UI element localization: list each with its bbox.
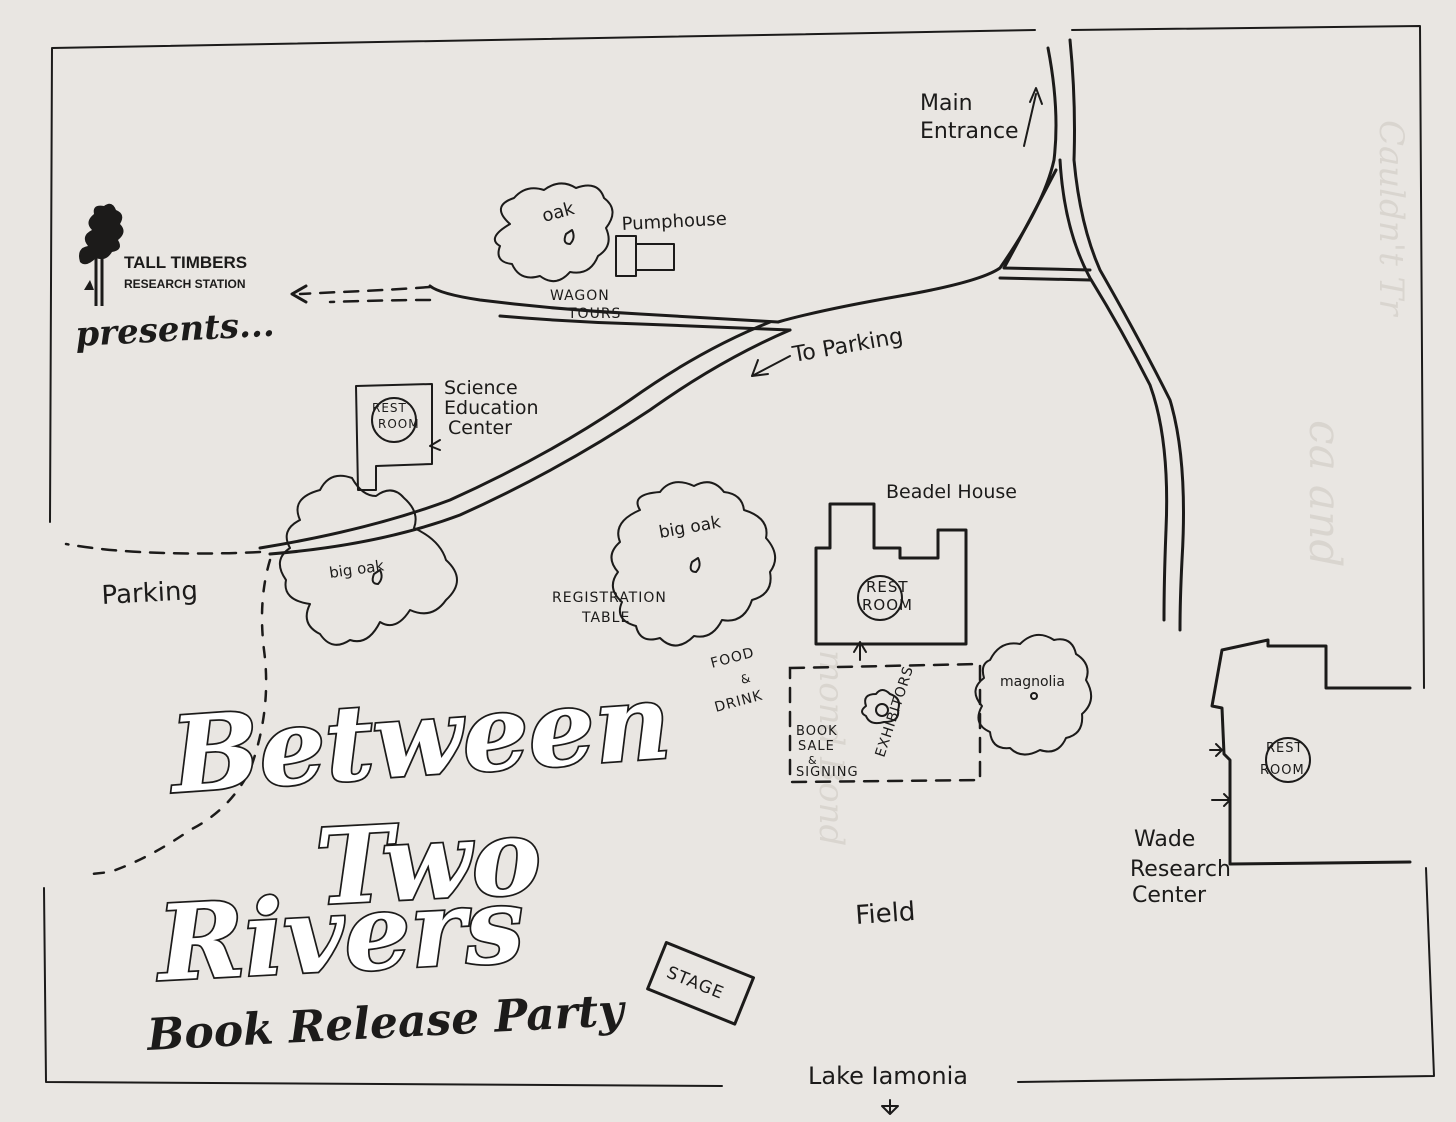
tree-magnolia: magnolia [974, 633, 1093, 756]
restroom-label: REST [1266, 741, 1303, 756]
wade-label-2: Research [1130, 857, 1231, 882]
main-entrance-label-2: Entrance [920, 119, 1019, 144]
event-title-line2: Two [313, 794, 544, 929]
restroom-marker-science: REST ROOM [371, 397, 420, 443]
wagon-tours-label-1: WAGON [550, 288, 610, 304]
wade-label-1: Wade [1134, 827, 1195, 852]
logo-name-line1: TALL TIMBERS [124, 253, 247, 272]
reverse-side-show-through: Cauldn't Tr ca and mond Bond [811, 120, 1411, 846]
restroom-label: REST [866, 578, 909, 596]
svg-text:Cauldn't Tr: Cauldn't Tr [1371, 120, 1411, 317]
fountain-icon [861, 689, 900, 725]
beadel-house-label: Beadel House [886, 481, 1017, 503]
event-title: Between Two Rivers Book Release Party [144, 658, 676, 1061]
book-sale-label-2: SALE [798, 739, 835, 754]
science-label-3: Center [448, 417, 512, 439]
science-label-2: Education [444, 397, 539, 419]
event-title-line3: Rivers [152, 863, 527, 1005]
building-science-education-center: REST ROOM [355, 383, 441, 491]
restroom-label: ROOM [378, 417, 420, 431]
svg-text:mond Bond: mond Bond [811, 650, 851, 846]
logo-name-line2: RESEARCH STATION [124, 277, 246, 291]
pine-tree-icon [79, 203, 124, 306]
field-label: Field [854, 897, 916, 931]
tall-timbers-logo: TALL TIMBERS RESEARCH STATION [79, 203, 247, 306]
lake-label: Lake Iamonia [808, 1062, 968, 1090]
book-sale-label-3: & [808, 754, 818, 767]
building-wade-research-center: REST ROOM Wade Research Center [1130, 638, 1412, 908]
parking-label: Parking [101, 576, 199, 611]
wade-label-3: Center [1132, 883, 1207, 908]
restroom-marker-wade: REST ROOM [1260, 737, 1311, 783]
restroom-label: ROOM [862, 596, 913, 614]
science-label-1: Science [444, 377, 518, 399]
restroom-label: ROOM [1260, 763, 1305, 778]
down-arrow-icon [881, 1099, 899, 1115]
book-sale-label-4: SIGNING [796, 765, 859, 780]
magnolia-label: magnolia [1000, 674, 1065, 690]
map-border [43, 25, 1435, 1087]
building-beadel-house: REST ROOM Beadel House [814, 481, 1017, 661]
wagon-tours-label-2: TOURS [567, 306, 621, 322]
main-entrance-label-1: Main [920, 91, 973, 116]
restroom-label: REST [372, 401, 407, 415]
registration-label-1: REGISTRATION [552, 590, 667, 606]
book-sale-label-1: BOOK [796, 724, 838, 739]
svg-text:ca and: ca and [1299, 420, 1350, 568]
roads [64, 38, 1185, 876]
food-label-2: & [739, 671, 753, 687]
restroom-marker-beadel: REST ROOM [857, 575, 913, 621]
registration-label-2: TABLE [581, 610, 630, 626]
